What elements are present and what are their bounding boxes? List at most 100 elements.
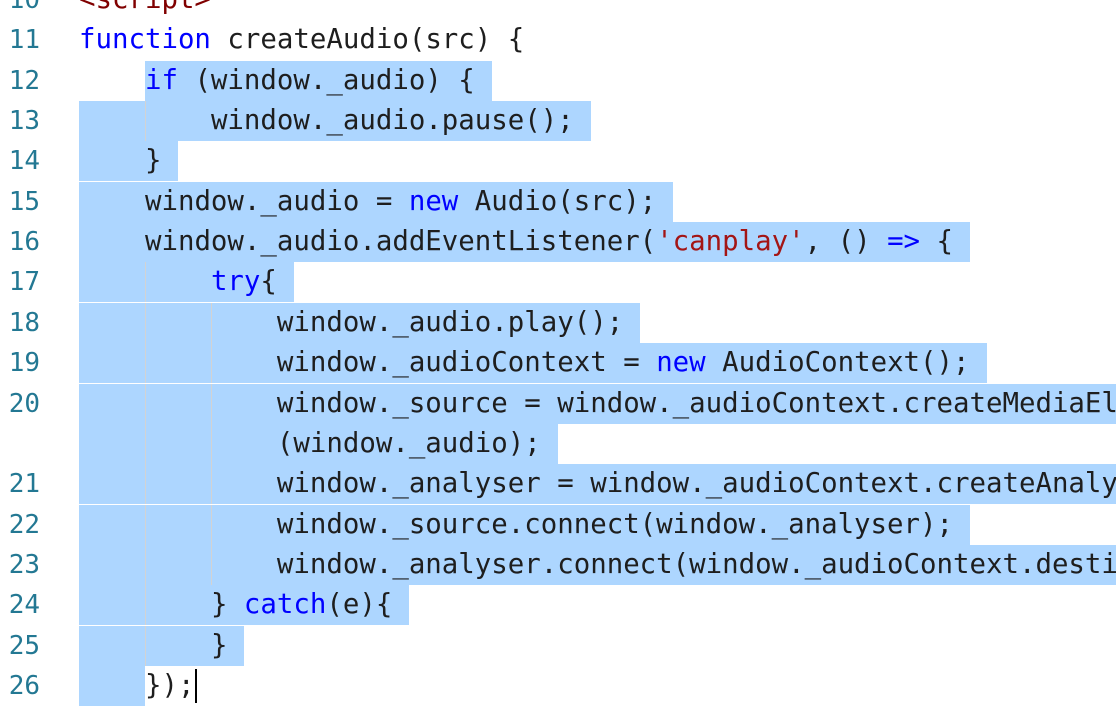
code-text: (window._audio);: [79, 424, 541, 464]
code-line[interactable]: 14 }: [0, 141, 1116, 182]
code-line[interactable]: 22 window._source.connect(window._analys…: [0, 504, 1116, 545]
indent-guide: [211, 544, 212, 585]
indent-guide: [145, 544, 146, 585]
indent-guide: [145, 302, 146, 343]
tag-token: <script>: [79, 0, 211, 15]
code-text: try{: [79, 262, 277, 302]
line-number: 14: [8, 146, 40, 177]
code-token: window._source = window._audioContext.cr…: [276, 387, 1116, 419]
code-token: window._audio.play();: [276, 306, 624, 338]
code-text: }: [79, 141, 162, 181]
line-number: 19: [8, 348, 40, 379]
code-line[interactable]: 26 });: [0, 665, 1116, 706]
keyword-token: =>: [887, 226, 921, 258]
code-token: {: [260, 266, 277, 298]
code-line[interactable]: 12 if (window._audio) {: [0, 60, 1116, 101]
keyword-token: if: [144, 64, 178, 96]
string-token: 'canplay': [656, 226, 805, 258]
code-line[interactable]: 21 window._analyser = window._audioConte…: [0, 464, 1116, 505]
code-line[interactable]: 25 }: [0, 625, 1116, 666]
indent-guide: [145, 625, 146, 666]
keyword-token: try: [210, 266, 261, 298]
code-line[interactable]: 16 window._audio.addEventListener('canpl…: [0, 222, 1116, 263]
keyword-token: catch: [243, 589, 327, 621]
indent-guide: [145, 464, 146, 505]
code-line[interactable]: 18 window._audio.play();: [0, 302, 1116, 343]
code-token: window._analyser = window._audioContext.…: [276, 468, 1116, 500]
code-token: Audio(src);: [458, 185, 657, 217]
code-line[interactable]: 19 window._audioContext = new AudioConte…: [0, 343, 1116, 384]
keyword-token: new: [656, 347, 706, 379]
indent-guide: [211, 383, 212, 424]
code-line[interactable]: 10<script>: [0, 0, 1116, 20]
code-text: } catch(e){: [79, 585, 392, 625]
keyword-token: function: [79, 24, 211, 56]
indent-guide: [211, 504, 212, 545]
selection-highlight: [79, 544, 1116, 585]
selection-highlight: [79, 383, 1116, 424]
indent-guide: [145, 101, 146, 142]
keyword-token: new: [408, 185, 459, 217]
code-text: window._audio.play();: [79, 303, 623, 343]
selection-highlight: [145, 60, 492, 101]
code-line[interactable]: (window._audio);: [0, 423, 1116, 464]
line-number: 13: [8, 106, 40, 137]
code-token: window._source.connect(window._analyser)…: [276, 508, 954, 540]
line-number: 26: [8, 670, 40, 701]
code-line[interactable]: 15 window._audio = new Audio(src);: [0, 181, 1116, 222]
selection-highlight: [79, 423, 558, 464]
indent-guide: [211, 343, 212, 384]
code-line[interactable]: 23 window._analyser.connect(window._audi…: [0, 544, 1116, 585]
indent-guide: [211, 464, 212, 505]
code-line[interactable]: 20 window._source = window._audioContext…: [0, 383, 1116, 424]
code-text: window._source = window._audioContext.cr…: [79, 384, 1116, 424]
indent-guide: [145, 423, 146, 464]
selection-highlight: [79, 625, 244, 666]
code-token: (window._audio) {: [177, 64, 475, 96]
code-token: window._audioContext =: [276, 347, 657, 379]
code-token: , (): [804, 226, 888, 258]
selection-highlight: [79, 504, 970, 545]
text-caret: [194, 668, 197, 703]
code-text: window._analyser.connect(window._audioCo…: [79, 545, 1116, 585]
line-number: 23: [8, 549, 40, 580]
selection-highlight: [79, 262, 294, 303]
code-text: window._analyser = window._audioContext.…: [79, 464, 1116, 504]
code-token: AudioContext();: [705, 347, 970, 379]
selection-highlight: [79, 585, 409, 626]
code-text: function createAudio(src) {: [79, 20, 524, 60]
indent-guide: [145, 262, 146, 303]
line-number: 25: [8, 630, 40, 661]
line-number: 15: [8, 186, 40, 217]
code-text: if (window._audio) {: [79, 61, 475, 101]
code-text: window._audioContext = new AudioContext(…: [79, 343, 970, 383]
code-text: });: [79, 666, 194, 706]
code-token: (e){: [326, 589, 393, 621]
indent-guide: [211, 302, 212, 343]
code-text: }: [79, 626, 228, 666]
code-text: <script>: [79, 0, 211, 20]
selection-highlight: [79, 343, 987, 384]
code-line[interactable]: 24 } catch(e){: [0, 585, 1116, 626]
line-number: 22: [8, 509, 40, 540]
line-number: 21: [8, 469, 40, 500]
indent-guide: [211, 423, 212, 464]
code-token: window._audio.addEventListener(: [144, 226, 657, 258]
selection-highlight: [79, 222, 970, 263]
code-token: (window._audio);: [276, 427, 541, 459]
code-text: window._audio = new Audio(src);: [79, 182, 656, 222]
code-line[interactable]: 13 window._audio.pause();: [0, 101, 1116, 142]
code-token: }: [210, 589, 244, 621]
code-text: window._audio.pause();: [79, 101, 574, 141]
code-token: window._analyser.connect(window._audioCo…: [276, 548, 1116, 580]
line-number: 20: [8, 388, 40, 419]
code-token: {: [920, 226, 954, 258]
line-number: 18: [8, 307, 40, 338]
selection-highlight: [79, 464, 1116, 505]
selection-highlight: [79, 181, 673, 222]
line-number: 24: [8, 590, 40, 621]
selection-highlight: [79, 302, 640, 343]
code-line[interactable]: 17 try{: [0, 262, 1116, 303]
